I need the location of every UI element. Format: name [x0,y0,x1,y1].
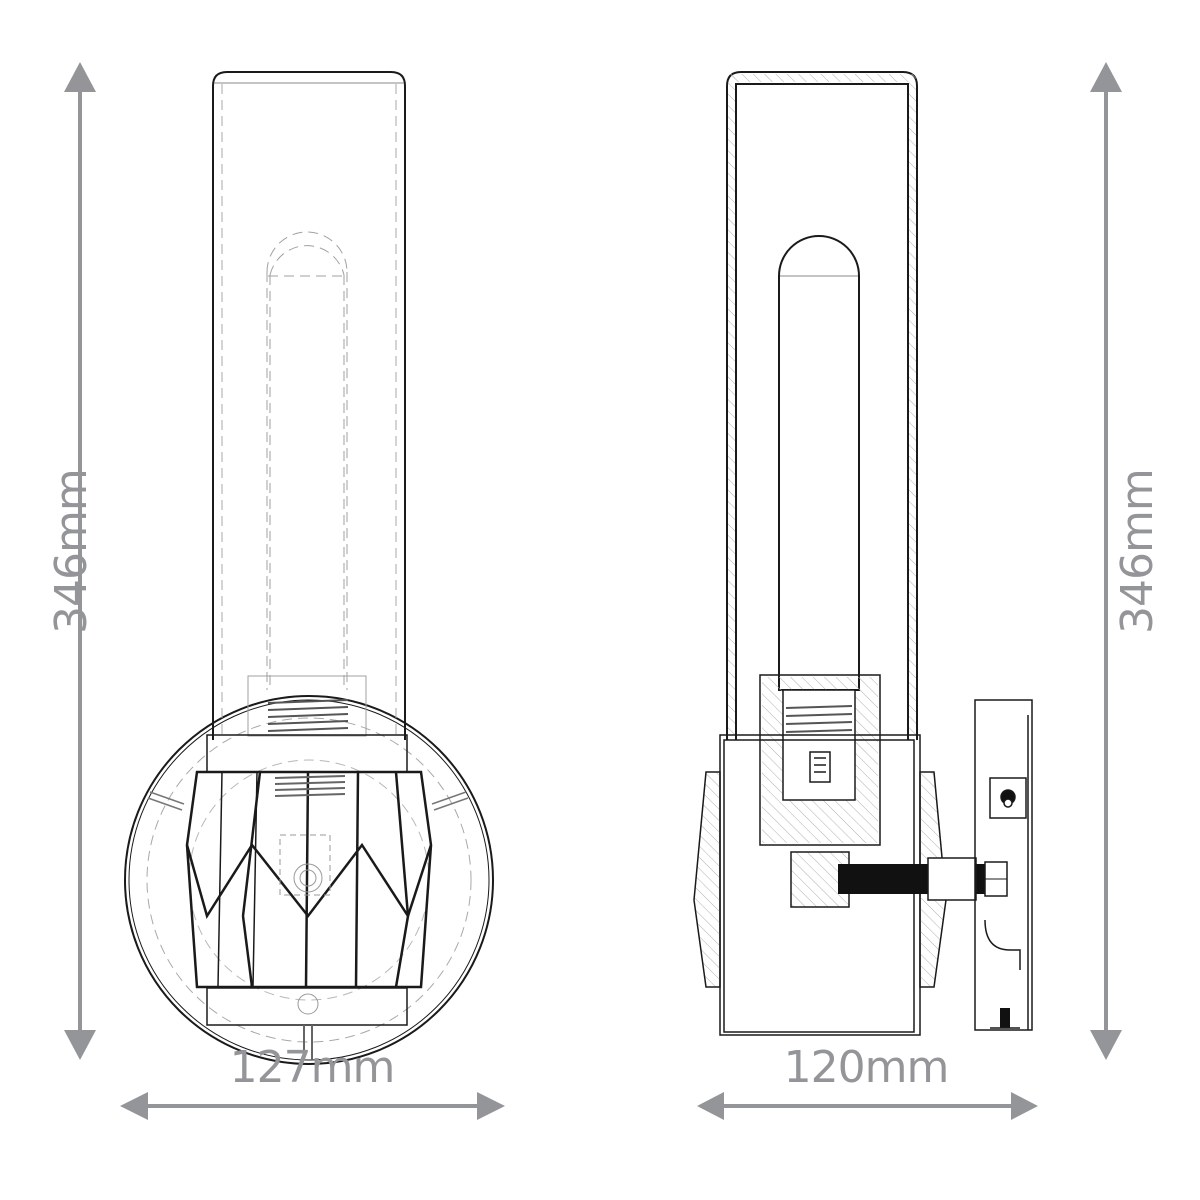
glass-shade [212,71,406,740]
dimension-label-side-width: 120mm [783,1042,950,1093]
wall-bracket [974,699,1033,1031]
dimension-label-front-width: 127mm [229,1042,396,1093]
glass-shade-section [726,71,918,740]
bottom-screw [303,1025,313,1060]
dimension-arrow-side-width [697,1092,1038,1120]
lampholder-section [759,674,881,846]
side-view [693,71,1033,1036]
hidden-bulb [266,231,348,690]
dimension-arrow-front-width [120,1092,505,1120]
side-screw-left [147,791,185,811]
crystal-body [185,770,433,989]
collar-top [206,734,408,773]
dimension-arrow-right-height [1090,62,1122,1060]
bulb [778,235,860,691]
dimension-label-front-height: 346mm [46,469,97,634]
backplate-circle [124,695,494,1065]
dimension-arrow-left-height [64,62,96,1060]
side-screw-right [431,791,469,811]
thread-lines [267,699,349,732]
dimension-label-side-height: 346mm [1112,469,1163,634]
front-view [124,71,494,1065]
threaded-rod [790,851,1008,908]
